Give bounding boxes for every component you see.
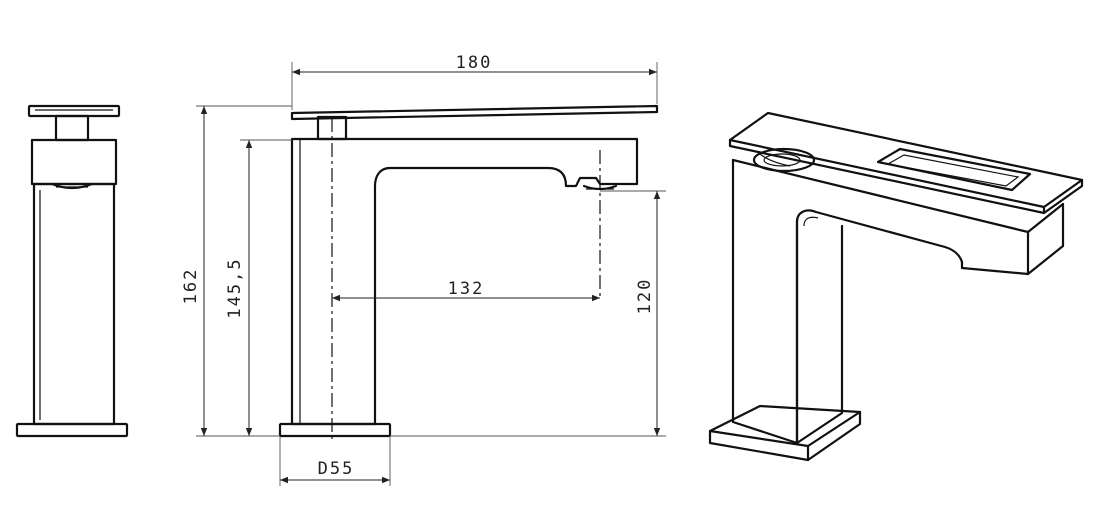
- iso-view: [708, 111, 1084, 462]
- dimension-d55-label: D55: [318, 459, 355, 479]
- dimension-120-label: 120: [635, 278, 655, 315]
- dimension-145-label: 145,5: [225, 257, 245, 318]
- side-view: [15, 104, 129, 438]
- dimension-132-label: 132: [448, 279, 485, 299]
- dimension-162-label: 162: [181, 268, 201, 305]
- front-view: [278, 104, 659, 440]
- dimension-lines: 180 162 145,5 132 120 D55: [181, 53, 666, 486]
- dimension-180-label: 180: [456, 53, 493, 73]
